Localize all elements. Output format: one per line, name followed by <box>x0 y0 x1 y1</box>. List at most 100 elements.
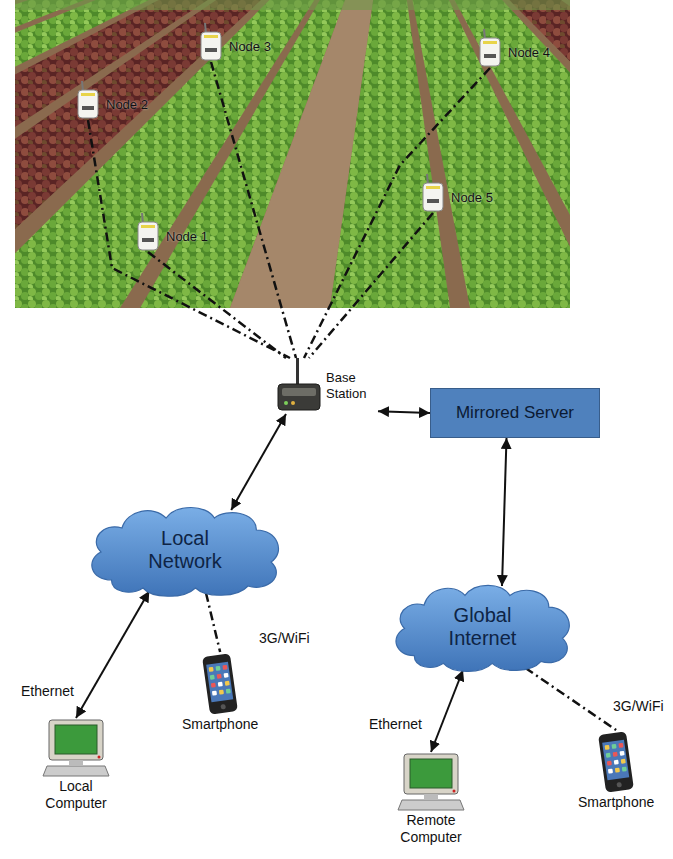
sensor-strip <box>81 93 95 96</box>
lettuce-row <box>390 0 570 308</box>
keyboard <box>43 766 109 776</box>
computer-icon: Remote Computer <box>395 752 467 846</box>
app-tile <box>223 665 228 670</box>
phone-body <box>598 731 634 792</box>
screen <box>410 759 452 788</box>
sensor-node: Node 1 <box>135 212 208 252</box>
keyboard <box>398 800 464 810</box>
computer-drawing <box>41 718 111 778</box>
smartphone-icon: Smartphone <box>182 652 258 733</box>
computer-icon: Local Computer <box>40 718 112 812</box>
app-tile <box>620 751 625 756</box>
link-label: 3G/WiFi <box>612 698 665 714</box>
node-label: Node 3 <box>229 39 271 54</box>
app-tile <box>606 753 611 758</box>
wireless-link <box>304 68 490 358</box>
phone-drawing <box>198 652 242 716</box>
app-tile <box>619 743 624 748</box>
node-label: Node 5 <box>451 190 493 205</box>
node-label: Smartphone <box>182 716 258 733</box>
app-tile <box>608 769 613 774</box>
sensor-strip <box>204 35 218 38</box>
lettuce-row <box>15 0 390 308</box>
lettuce-row <box>15 0 390 308</box>
sensor-node: Node 4 <box>477 28 550 68</box>
sensor-badge <box>484 54 496 58</box>
node-label: Node 2 <box>106 97 148 112</box>
link-label: 3G/WiFi <box>258 630 311 646</box>
app-tile <box>209 667 214 672</box>
sensor-icon <box>198 22 224 62</box>
network-cloud: Local Network <box>80 500 290 600</box>
sensor-icon <box>75 80 101 120</box>
node-label: Local Computer <box>40 778 112 812</box>
phone-case <box>202 653 238 714</box>
connectors <box>76 62 616 752</box>
base-station-icon <box>276 358 322 414</box>
app-tile <box>226 689 231 694</box>
sensor-badge <box>205 48 217 52</box>
cloud-outline <box>396 585 569 671</box>
app-tile <box>605 745 610 750</box>
sensor-body <box>201 32 221 60</box>
phone-drawing <box>594 730 638 794</box>
node-label: Smartphone <box>578 794 654 811</box>
sensor-node: Node 2 <box>75 80 148 120</box>
sensor-strip <box>483 41 497 44</box>
node-label: Local Network <box>130 527 240 573</box>
app-tile <box>621 759 626 764</box>
phone-body <box>202 653 238 714</box>
app-tile <box>212 691 217 696</box>
sensor-strip <box>426 186 440 189</box>
stand <box>69 760 83 765</box>
lettuce-row <box>15 0 390 308</box>
home-button <box>617 782 623 788</box>
phone-screen <box>602 740 629 781</box>
stand <box>424 794 438 799</box>
app-tile <box>614 760 619 765</box>
smartphone-icon: Smartphone <box>578 730 654 811</box>
sensor-strip <box>141 225 155 228</box>
led <box>291 401 295 405</box>
app-tile <box>225 681 230 686</box>
far-field <box>15 0 570 10</box>
app-tile <box>211 683 216 688</box>
lettuce-field <box>15 0 570 308</box>
node-label: Base Station <box>326 370 378 402</box>
power-led <box>98 756 101 759</box>
monitor <box>404 754 458 794</box>
sensor-body <box>480 38 500 66</box>
network-cloud: Global Internet <box>385 578 580 675</box>
cloud-outline <box>92 508 279 597</box>
computer-drawing <box>396 752 466 812</box>
base-body <box>278 384 320 410</box>
app-tile <box>607 761 612 766</box>
arrow-connector <box>378 411 430 413</box>
node-label: Node 4 <box>508 45 550 60</box>
app-tile <box>613 752 618 757</box>
sensor-icon <box>135 212 161 252</box>
monitor <box>49 720 103 760</box>
led <box>284 401 288 405</box>
red-lettuce-row <box>390 0 570 308</box>
node-label: Global Internet <box>428 604 538 650</box>
app-tile <box>612 744 617 749</box>
sensor-body <box>138 222 158 250</box>
wireless-link <box>88 120 290 358</box>
wireless-link <box>525 668 616 730</box>
arrow-connector <box>76 591 149 718</box>
sensor-node: Node 3 <box>198 22 271 62</box>
app-tile <box>622 767 627 772</box>
phone-screen <box>206 662 233 703</box>
sensor-body <box>78 90 98 118</box>
red-lettuce-row <box>15 0 390 308</box>
base-panel <box>282 388 316 396</box>
screen <box>55 725 97 754</box>
node-label: Mirrored Server <box>456 403 574 423</box>
base-station: Base Station <box>276 358 378 414</box>
arrow-connector <box>502 438 507 586</box>
wireless-link <box>309 213 433 358</box>
power-led <box>453 790 456 793</box>
